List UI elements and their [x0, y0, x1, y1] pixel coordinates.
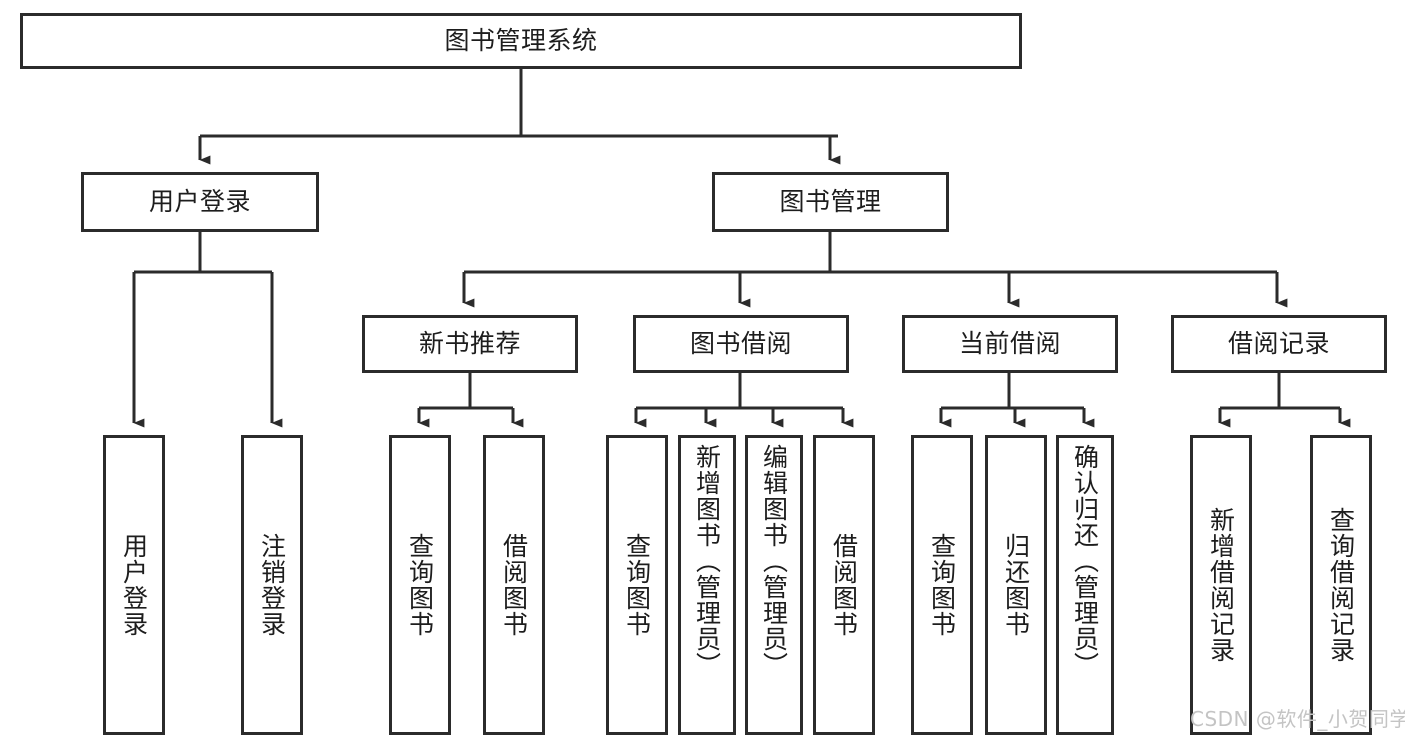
node-book-manage[interactable]: 图书管理	[712, 172, 949, 232]
node-leaf-return-book[interactable]: 归还图书	[985, 435, 1047, 735]
node-leaf-edit-book[interactable]: 编辑图书（管理员）	[745, 435, 803, 735]
node-leaf-confirm-return-label: 确认归还（管理员）	[1070, 444, 1100, 678]
node-leaf-add-record-label: 新增借阅记录	[1206, 507, 1236, 663]
node-book-borrow-label: 图书借阅	[689, 329, 792, 359]
node-leaf-borrow-book-1-label: 借阅图书	[499, 533, 529, 637]
node-leaf-query-record[interactable]: 查询借阅记录	[1310, 435, 1372, 735]
node-user-login-label: 用户登录	[148, 187, 251, 217]
node-borrow-record[interactable]: 借阅记录	[1171, 315, 1387, 373]
node-leaf-add-book[interactable]: 新增图书（管理员）	[678, 435, 736, 735]
node-leaf-add-book-label: 新增图书（管理员）	[692, 444, 722, 678]
node-leaf-query-book-2[interactable]: 查询图书	[606, 435, 668, 735]
node-leaf-query-book-1[interactable]: 查询图书	[389, 435, 451, 735]
node-leaf-user-login-label: 用户登录	[119, 533, 149, 637]
node-leaf-confirm-return[interactable]: 确认归还（管理员）	[1056, 435, 1114, 735]
node-leaf-borrow-book-2-label: 借阅图书	[829, 533, 859, 637]
node-leaf-user-logout-label: 注销登录	[257, 533, 287, 637]
node-leaf-borrow-book-1[interactable]: 借阅图书	[483, 435, 545, 735]
node-leaf-user-login[interactable]: 用户登录	[103, 435, 165, 735]
node-leaf-borrow-book-2[interactable]: 借阅图书	[813, 435, 875, 735]
node-leaf-add-record[interactable]: 新增借阅记录	[1190, 435, 1252, 735]
node-leaf-return-book-label: 归还图书	[1001, 533, 1031, 637]
node-user-login[interactable]: 用户登录	[81, 172, 319, 232]
node-leaf-query-record-label: 查询借阅记录	[1326, 507, 1356, 663]
node-leaf-query-book-1-label: 查询图书	[405, 533, 435, 637]
node-current-borrow[interactable]: 当前借阅	[902, 315, 1118, 373]
node-new-book-recommend-label: 新书推荐	[418, 329, 521, 359]
node-leaf-query-book-3[interactable]: 查询图书	[911, 435, 973, 735]
node-leaf-query-book-3-label: 查询图书	[927, 533, 957, 637]
csdn-watermark: CSDN @软件_小贺同学	[1190, 707, 1405, 731]
node-book-borrow[interactable]: 图书借阅	[633, 315, 849, 373]
node-book-manage-label: 图书管理	[779, 187, 882, 217]
node-leaf-query-book-2-label: 查询图书	[622, 533, 652, 637]
node-leaf-edit-book-label: 编辑图书（管理员）	[759, 444, 789, 678]
node-root-system-label: 图书管理系统	[444, 26, 598, 56]
node-borrow-record-label: 借阅记录	[1227, 329, 1330, 359]
node-root-system[interactable]: 图书管理系统	[20, 13, 1022, 69]
node-new-book-recommend[interactable]: 新书推荐	[362, 315, 578, 373]
node-current-borrow-label: 当前借阅	[958, 329, 1061, 359]
node-leaf-user-logout[interactable]: 注销登录	[241, 435, 303, 735]
